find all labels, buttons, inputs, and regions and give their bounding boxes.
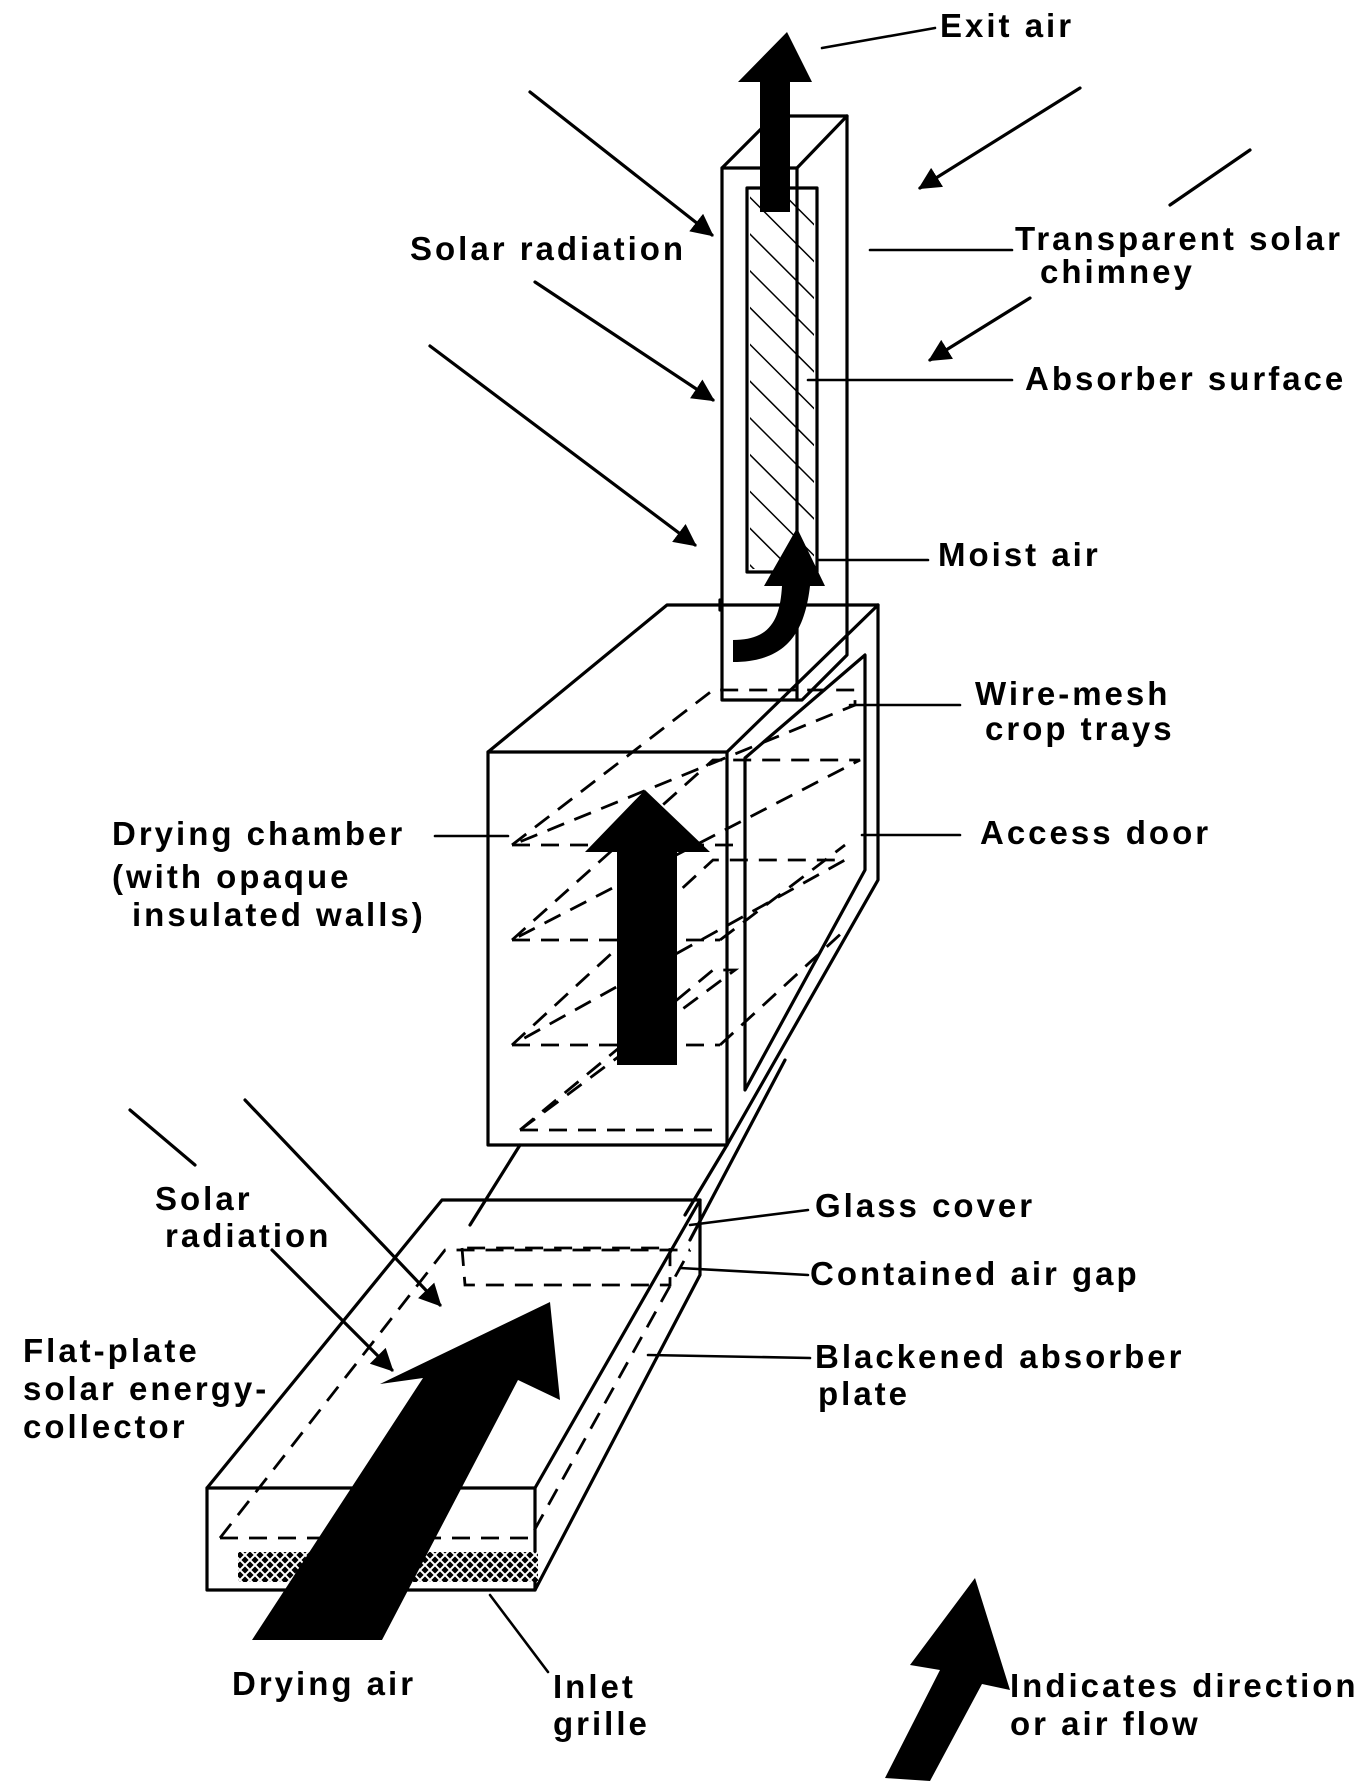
label-access-door: Access door	[980, 814, 1211, 851]
label-glass-cover: Glass cover	[815, 1187, 1035, 1224]
moist-air-arrow-icon	[733, 528, 825, 662]
label-solar-radiation-top: Solar radiation	[410, 230, 686, 267]
label-blackened-plate-2: plate	[818, 1375, 910, 1412]
leader-lines	[433, 26, 1014, 1674]
label-blackened-plate-1: Blackened absorber	[815, 1338, 1184, 1375]
diagonal-hatch-icon	[750, 191, 814, 569]
label-legend-1: Indicates direction	[1010, 1667, 1359, 1704]
label-drying-chamber-2: (with opaque	[112, 858, 351, 895]
label-wire-mesh-2: crop trays	[985, 710, 1175, 747]
label-flat-plate-3: collector	[23, 1408, 188, 1445]
label-drying-chamber-3: insulated walls)	[132, 896, 426, 933]
label-contained-air-gap: Contained air gap	[810, 1255, 1140, 1292]
drying-chamber	[486, 603, 880, 1147]
solar-radiation-rays	[128, 86, 1252, 1372]
label-flat-plate-2: solar energy-	[23, 1370, 269, 1407]
label-flat-plate-1: Flat-plate	[23, 1332, 200, 1369]
inlet-air-arrow-icon	[252, 1302, 560, 1640]
chamber-air-arrow-icon	[585, 790, 710, 1065]
label-transparent-chimney-1: Transparent solar	[1015, 220, 1343, 257]
wire-mesh-crop-trays	[511, 688, 861, 1132]
exit-air-arrow-icon	[738, 32, 812, 212]
label-inlet-grille-1: Inlet	[553, 1668, 636, 1705]
label-inlet-grille-2: grille	[553, 1705, 650, 1742]
label-drying-air: Drying air	[232, 1665, 416, 1702]
label-moist-air: Moist air	[938, 536, 1101, 573]
labels: Exit air Solar radiation Transparent sol…	[23, 7, 1359, 1742]
legend-flow-arrow-icon	[885, 1578, 1010, 1781]
label-transparent-chimney-2: chimney	[1040, 253, 1195, 290]
label-wire-mesh-1: Wire-mesh	[975, 675, 1170, 712]
access-door	[743, 653, 867, 1092]
label-exit-air: Exit air	[940, 7, 1074, 44]
label-drying-chamber-1: Drying chamber	[112, 815, 405, 852]
label-solar-radiation-low-2: radiation	[165, 1217, 331, 1254]
label-solar-radiation-low-1: Solar	[155, 1180, 253, 1217]
flat-plate-collector	[205, 1058, 787, 1640]
label-absorber-surface: Absorber surface	[1025, 360, 1346, 397]
label-legend-2: or air flow	[1010, 1705, 1201, 1742]
